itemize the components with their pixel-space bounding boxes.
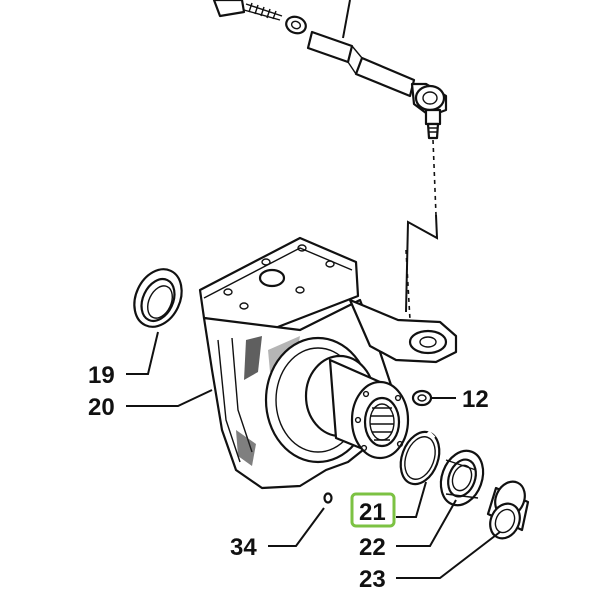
snap-ring-21 [399, 430, 441, 486]
bushing-23 [486, 480, 530, 540]
tie-rod-tube [306, 30, 416, 98]
tie-rod-end [410, 82, 448, 140]
seal-19 [133, 268, 183, 328]
callout-21: 21 [359, 499, 386, 526]
bearing-22 [439, 449, 485, 507]
highlight-box [350, 492, 396, 528]
threaded-rod-end [212, 0, 283, 21]
callout-20: 20 [88, 394, 115, 421]
callout-34: 34 [230, 534, 257, 561]
callout-19: 19 [88, 362, 115, 389]
callout-12: 12 [462, 386, 489, 413]
pin-34 [323, 492, 333, 504]
leader-lines [126, 331, 501, 579]
o-ring-12 [411, 389, 433, 407]
jam-nut [285, 15, 307, 35]
callout-22: 22 [359, 534, 386, 561]
tie-rod-assembly [212, 0, 448, 321]
steering-knuckle-20 [198, 236, 458, 490]
callout-23: 23 [359, 566, 386, 593]
